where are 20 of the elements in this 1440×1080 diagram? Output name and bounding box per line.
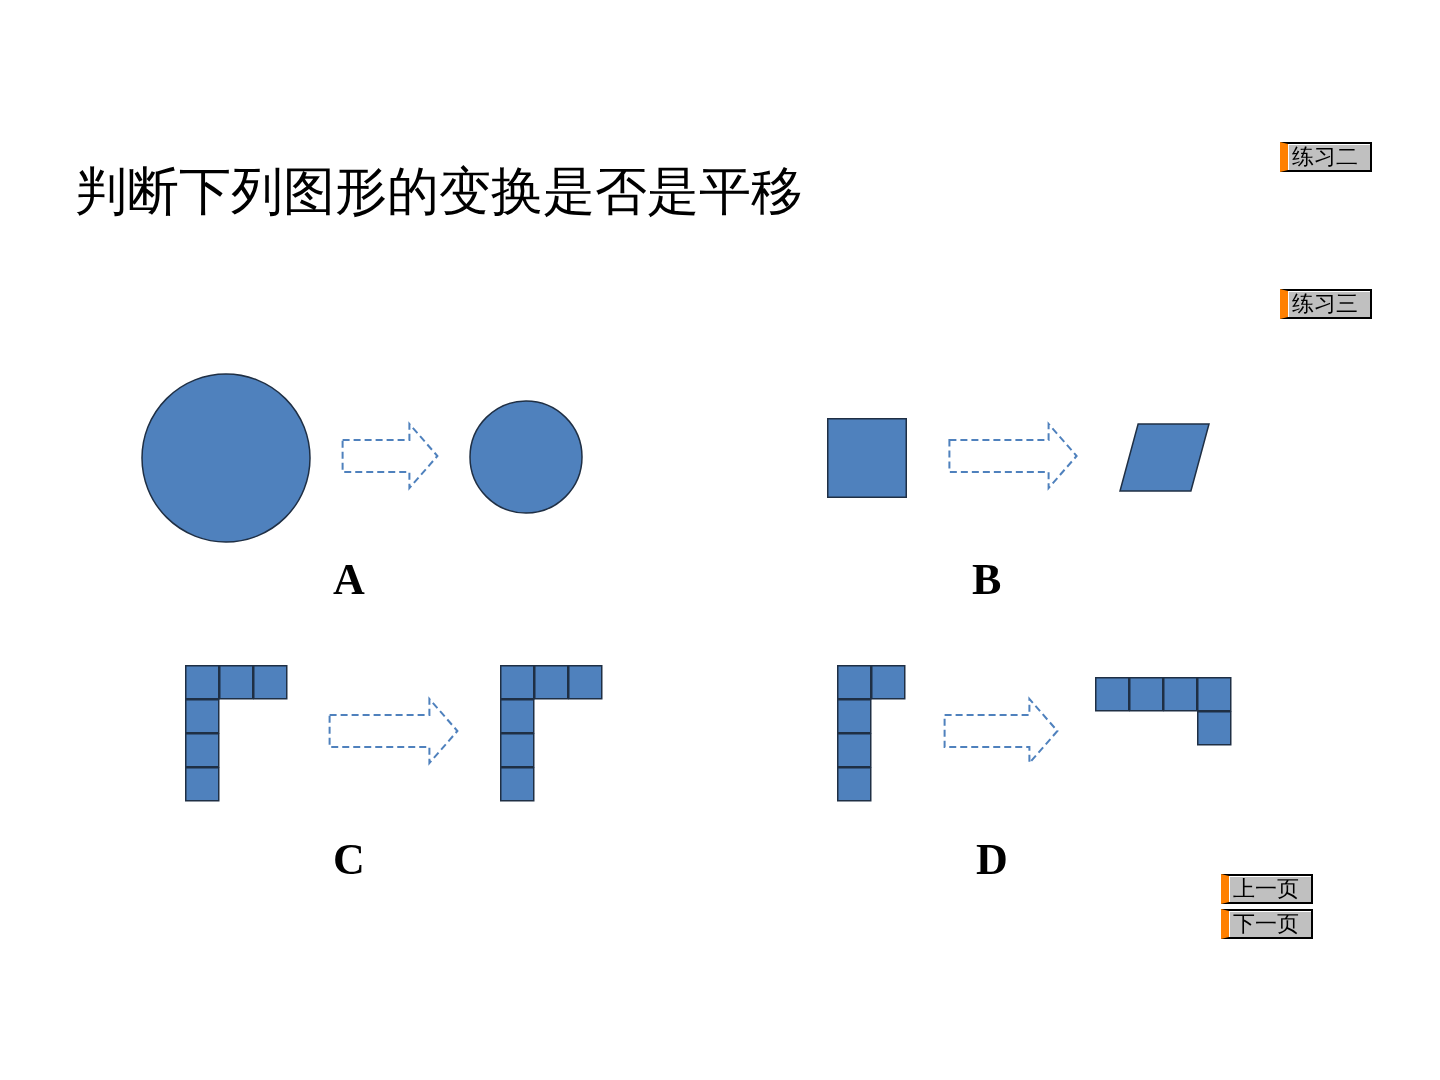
block-arrow bbox=[341, 421, 439, 491]
square-tiles-shape bbox=[500, 665, 602, 801]
square-tiles-shape bbox=[185, 665, 287, 801]
nav-button: 练习二 bbox=[1280, 142, 1372, 172]
option-label: A bbox=[333, 555, 365, 605]
block-arrow bbox=[328, 696, 459, 766]
nav-button: 下一页 bbox=[1221, 909, 1313, 939]
circle-shape bbox=[469, 400, 583, 514]
block-arrow bbox=[948, 421, 1078, 491]
square-tiles-shape bbox=[1095, 677, 1232, 745]
square-shape bbox=[827, 418, 907, 498]
option-label: D bbox=[976, 835, 1008, 885]
parallelogram-shape bbox=[1119, 423, 1210, 492]
square-tiles-shape bbox=[837, 665, 907, 801]
option-label: C bbox=[333, 835, 365, 885]
nav-button: 上一页 bbox=[1221, 874, 1313, 904]
title: 判断下列图形的变换是否是平移 bbox=[75, 162, 803, 222]
option-label: B bbox=[972, 555, 1002, 605]
circle-shape bbox=[141, 373, 311, 543]
nav-button: 练习三 bbox=[1280, 289, 1372, 319]
